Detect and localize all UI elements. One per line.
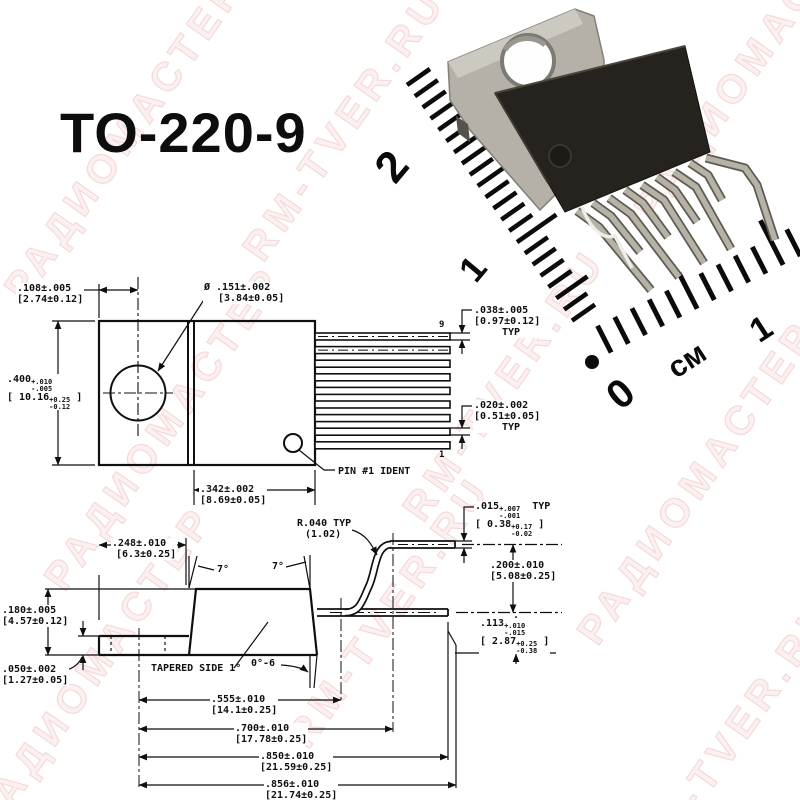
plastic-body: [494, 45, 711, 213]
pin-9-label: 9: [439, 320, 445, 330]
body-dimple: [548, 144, 572, 168]
dim-bend-radius: R.040 TYP (1.02): [297, 518, 352, 540]
photo-pins: [574, 153, 780, 293]
ruler-zero-dot: [585, 355, 599, 369]
pin1-ident-circle: [283, 433, 303, 453]
tapered-side-label: TAPERED SIDE 1°: [151, 663, 242, 674]
dim-body-width: .342±.002 [8.69±0.05]: [199, 484, 268, 506]
dim-850: .850±.010 [21.59±0.25]: [259, 751, 334, 773]
pin-1-label: 1: [439, 450, 445, 460]
draft-angle-label: 0°-6: [251, 658, 276, 669]
dim-pin-thickness: .020±.002 [0.51±0.05] TYP: [473, 400, 542, 433]
dim-tab-length: .248±.010 [6.3±0.25]: [111, 538, 178, 560]
dim-tab-height: .400+.010-.005 [ 10.16+0.25-0.12 ]: [6, 374, 84, 411]
dim-lead-rise: .200±.010 [5.08±0.25]: [489, 560, 558, 582]
dim-body-height: .180±.005 [4.57±0.12]: [1, 605, 70, 627]
angle-left-label: 7°: [217, 564, 230, 575]
dim-tab-offset: .108±.005 [2.74±0.12]: [16, 283, 85, 305]
dim-700: .700±.010 [17.78±0.25]: [234, 723, 309, 745]
package-title: TO-220-9: [60, 101, 307, 164]
dim-tab-thickness: .050±.002 [1.27±0.05]: [1, 664, 70, 686]
dim-seating: .113+.010-.015 [ 2.87+0.25-0.38 ]: [479, 618, 551, 655]
dim-555: .555±.010 [14.1±0.25]: [210, 694, 279, 716]
ruler-left-ticks: [405, 67, 597, 323]
angle-right-label: 7°: [272, 561, 285, 572]
dim-lead-thickness: .015+.007-.001 TYP [ 0.38+0.17-0.02 ]: [474, 501, 552, 538]
dim-hole-diameter: Ø .151±.002 [3.84±0.05]: [203, 282, 286, 304]
ruler-bottom-ticks: [595, 219, 800, 354]
pin1-ident-label: PIN #1 IDENT: [338, 466, 411, 477]
dim-856: .856±.010 [21.74±0.25]: [264, 779, 339, 800]
front-view: [52, 277, 472, 505]
dim-pin-width: .038±.005 [0.97±0.12] TYP: [473, 305, 542, 338]
